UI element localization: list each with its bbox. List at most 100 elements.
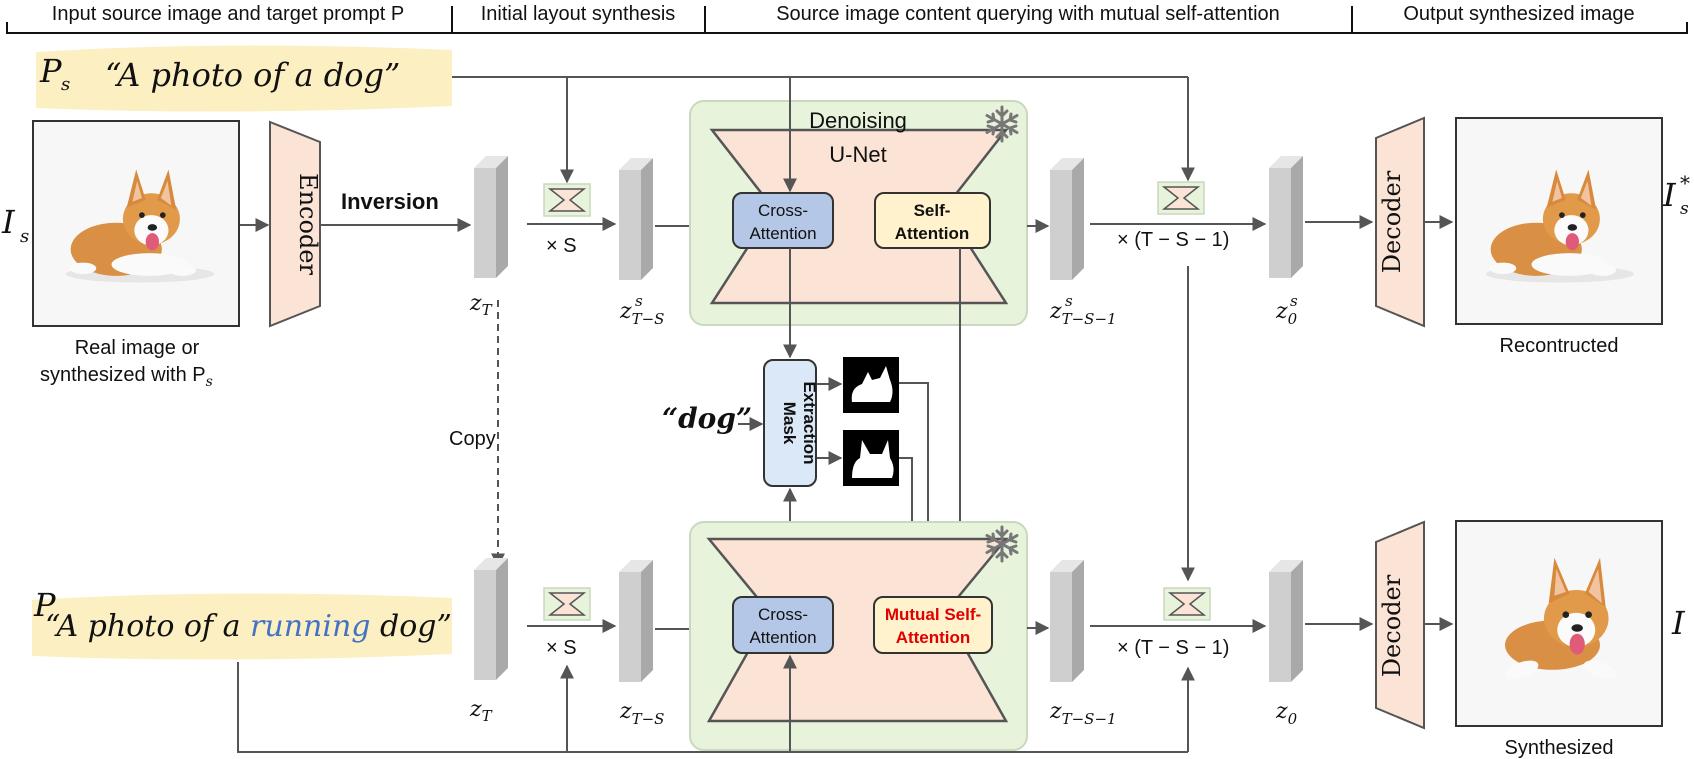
- latent-z-ts1-source: [1050, 158, 1084, 280]
- stage-1-label: Input source image and target prompt P: [52, 3, 404, 25]
- mask-label-2: Extraction: [800, 381, 819, 464]
- source-image-symbol: I: [1, 203, 16, 241]
- cross-attention-top: [732, 192, 834, 249]
- self-attention-top: [874, 192, 991, 249]
- latent-z0-source: [1269, 156, 1303, 278]
- source-image-symbol-sub: s: [20, 226, 29, 247]
- mutual-attn-2: Attention: [896, 628, 971, 647]
- mask-label-1: Mask: [780, 402, 799, 445]
- latent-z0-target: [1269, 560, 1303, 682]
- source-caption-line-2-text: synthesized with P: [40, 364, 206, 386]
- cross-attention-bottom: [732, 596, 834, 654]
- unet-title-line-2: U-Net: [829, 142, 886, 167]
- target-prompt-text: “A photo of a running dog”: [45, 609, 452, 644]
- mini-unet-bottom-2: [1163, 587, 1211, 621]
- z-t-bot-sub: T: [482, 707, 493, 725]
- source-caption-line-2: synthesized with Ps: [40, 364, 213, 390]
- z-ts-bot-z: z: [619, 699, 632, 724]
- mutual-self-attention: [873, 596, 993, 654]
- source-prompt: P s “A photo of a dog”: [36, 45, 452, 112]
- times-rest-bottom: × (T − S − 1): [1117, 637, 1229, 659]
- cross-attn-top-1: Cross-: [758, 201, 808, 220]
- source-image: [32, 120, 240, 327]
- synthesized-image: [1455, 520, 1663, 727]
- output-caption: Synthesized: [1505, 737, 1614, 759]
- times-rest-top: × (T − S − 1): [1117, 229, 1229, 251]
- z0-top-sup: s: [1290, 292, 1298, 310]
- denoising-unet-top: Denoising U-Net Cross- Attention Self- A…: [689, 100, 1028, 326]
- z-ts-bot-sub: T−S: [632, 710, 665, 728]
- source-caption-line-1: Real image or: [75, 337, 200, 359]
- decoder-bottom: Decoder: [1375, 520, 1425, 730]
- decoder-bottom-label: Decoder: [1378, 574, 1406, 677]
- inversion-label: Inversion: [341, 189, 439, 214]
- times-s-top: × S: [546, 235, 577, 257]
- latent-z-ts1-target: [1050, 560, 1084, 682]
- times-s-bottom: × S: [546, 637, 577, 659]
- copy-label: Copy: [449, 428, 496, 450]
- output-symbol: I: [1671, 604, 1686, 642]
- target-prompt-pre: “A photo of a: [45, 609, 250, 644]
- stage-4-label: Output synthesized image: [1403, 3, 1634, 25]
- recon-symbol-sup: *: [1680, 171, 1690, 195]
- encoder: Encoder: [269, 120, 322, 328]
- stage-header: Input source image and target prompt P I…: [6, 3, 1688, 34]
- latent-z0-source-label: z0: [1275, 299, 1298, 328]
- z-ts-top-sub: T−S: [632, 310, 665, 328]
- latent-z-ts-target-label: zT−S: [619, 699, 664, 728]
- z-ts1-bot-sub: T−S−1: [1062, 710, 1117, 728]
- z0-top-z: z: [1275, 299, 1288, 324]
- mask-extraction: Mask Extraction: [763, 359, 819, 487]
- unet-title-line-1: Denoising: [809, 108, 907, 133]
- z-t-top-sub: T: [482, 301, 493, 319]
- stage-3-label: Source image content querying with mutua…: [776, 3, 1280, 25]
- z-t-bot-z: z: [469, 697, 482, 722]
- source-prompt-symbol: P: [39, 52, 62, 90]
- z-t-top-z: z: [469, 291, 482, 316]
- latent-z0-target-label: z0: [1275, 699, 1298, 728]
- latent-z-t-target-label: zT: [469, 697, 493, 725]
- latent-z-ts-target: [619, 560, 653, 682]
- target-prompt-post: dog”: [370, 609, 451, 644]
- latent-z-ts-source-label: zT−S: [619, 299, 664, 328]
- denoising-unet-bottom: Cross- Attention Mutual Self- Attention: [689, 521, 1028, 751]
- recon-symbol-sub: s: [1680, 199, 1689, 219]
- z-ts1-top-sub: T−S−1: [1062, 310, 1117, 328]
- stage-2-label: Initial layout synthesis: [481, 3, 676, 25]
- dog-mask-source: [843, 357, 899, 413]
- latent-z-t-target: [474, 558, 508, 680]
- target-prompt-edit-word: running: [250, 609, 370, 644]
- latent-z-ts-source: [619, 158, 653, 280]
- source-prompt-symbol-sub: s: [61, 74, 70, 95]
- latent-z-ts1-source-label: zT−S−1: [1049, 299, 1117, 328]
- z0-top-sub: 0: [1288, 310, 1298, 328]
- self-attn-1: Self-: [914, 201, 951, 220]
- z-ts-top-z: z: [619, 299, 632, 324]
- recon-symbol: I: [1662, 176, 1677, 214]
- target-prompt-symbol: P: [33, 586, 56, 624]
- self-attn-2: Attention: [895, 224, 970, 243]
- cross-attn-top-2: Attention: [749, 224, 816, 243]
- z-ts1-bot-z: z: [1049, 699, 1062, 724]
- mini-unet-bottom-1: [543, 587, 591, 621]
- z0-bot-sub: 0: [1288, 710, 1298, 728]
- z-ts-top-sup: s: [635, 292, 643, 310]
- latent-z-ts1-target-label: zT−S−1: [1049, 699, 1117, 728]
- z-ts1-top-sup: s: [1065, 292, 1073, 310]
- dog-mask-target: [843, 430, 899, 486]
- recon-caption: Recontructed: [1500, 335, 1619, 357]
- mini-unet-top-1: [543, 183, 591, 217]
- z0-bot-z: z: [1275, 699, 1288, 724]
- reconstructed-image: [1455, 117, 1663, 325]
- mini-unet-top-2: [1157, 181, 1205, 215]
- mutual-attn-1: Mutual Self-: [885, 605, 981, 624]
- z-ts1-top-z: z: [1049, 299, 1062, 324]
- latent-z-t-source: [474, 156, 508, 278]
- latent-z-t-source-label: zT: [469, 291, 493, 319]
- cross-attn-bot-2: Attention: [749, 628, 816, 647]
- target-prompt: P “A photo of a running dog”: [32, 586, 452, 660]
- decoder-top: Decoder: [1375, 116, 1425, 328]
- source-prompt-text: “A photo of a dog”: [105, 56, 400, 94]
- source-caption-line-2-sub: s: [206, 374, 213, 390]
